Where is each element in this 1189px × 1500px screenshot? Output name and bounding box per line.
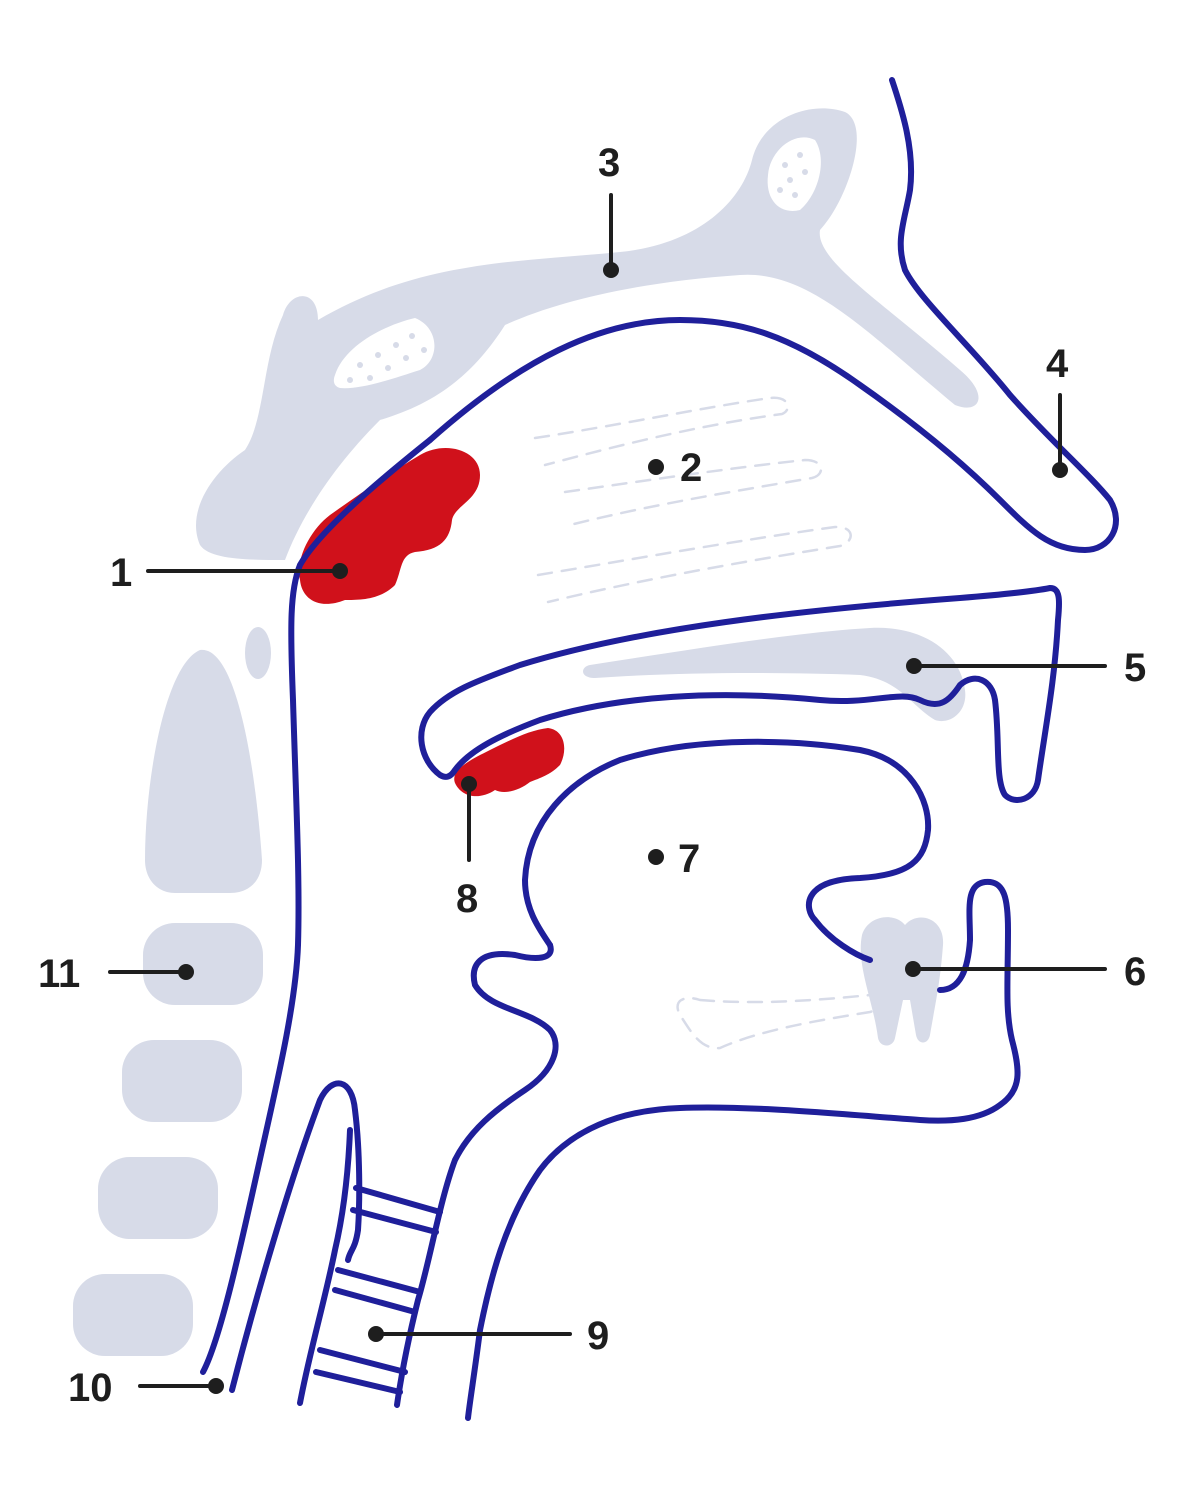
label-1-group: 1 bbox=[110, 551, 348, 595]
tracheal-ring-1 bbox=[353, 1185, 443, 1215]
label-5: 5 bbox=[1124, 646, 1146, 690]
label-6-group: 6 bbox=[905, 950, 1146, 994]
tracheal-ring-2 bbox=[350, 1207, 439, 1235]
label-11: 11 bbox=[38, 952, 80, 996]
label-10: 10 bbox=[68, 1366, 113, 1410]
label-3-group: 3 bbox=[598, 141, 620, 278]
label-8: 8 bbox=[456, 877, 478, 921]
marker-11 bbox=[178, 964, 194, 980]
marker-6 bbox=[905, 961, 921, 977]
tracheal-ring-6 bbox=[313, 1369, 403, 1395]
marker-8 bbox=[461, 776, 477, 792]
label-2-group: 2 bbox=[648, 446, 702, 490]
label-7-group: 7 bbox=[648, 837, 700, 881]
label-8-group: 8 bbox=[456, 776, 478, 921]
dens-of-axis bbox=[145, 649, 262, 893]
tracheal-ring-5 bbox=[317, 1347, 408, 1375]
turbinate-middle bbox=[563, 458, 823, 527]
marker-5 bbox=[906, 658, 922, 674]
label-1: 1 bbox=[110, 551, 132, 595]
label-4-group: 4 bbox=[1046, 342, 1069, 478]
tongue-muscle-dashed bbox=[676, 993, 878, 1050]
label-4: 4 bbox=[1046, 342, 1069, 386]
soft-palate-outline bbox=[418, 585, 1062, 803]
tonsil-highlight bbox=[454, 728, 565, 797]
vertebra-2 bbox=[122, 1040, 242, 1122]
turbinate-lower bbox=[536, 525, 852, 604]
vertebra-3 bbox=[98, 1157, 218, 1239]
label-11-group: 11 bbox=[38, 952, 194, 996]
label-2: 2 bbox=[680, 446, 702, 490]
molar-tooth bbox=[860, 917, 944, 1046]
lower-jaw-outline bbox=[465, 878, 1021, 1421]
marker-7 bbox=[648, 849, 664, 865]
label-7: 7 bbox=[678, 837, 700, 881]
label-5-group: 5 bbox=[906, 646, 1146, 690]
skull-base-bone bbox=[196, 108, 979, 560]
label-3: 3 bbox=[598, 141, 620, 185]
vertebra-1 bbox=[143, 923, 263, 1005]
nasal-turbinates-dashed bbox=[533, 396, 852, 604]
tracheal-ring-3 bbox=[335, 1267, 423, 1295]
tongue-oral-cavity-outline bbox=[522, 738, 932, 963]
marker-1 bbox=[332, 563, 348, 579]
marker-3 bbox=[603, 262, 619, 278]
label-9-group: 9 bbox=[368, 1314, 609, 1358]
pharynx-inner-wall bbox=[229, 1080, 363, 1393]
turbinate-upper bbox=[533, 396, 790, 467]
sinus-dots bbox=[347, 152, 808, 383]
atlas-arch bbox=[245, 627, 271, 679]
pharynx-back-wall bbox=[200, 437, 433, 1375]
marker-2 bbox=[648, 459, 664, 475]
larynx-front-outline bbox=[394, 942, 559, 1408]
trachea-back-outline bbox=[297, 1127, 353, 1406]
label-9: 9 bbox=[587, 1314, 609, 1358]
nose-outline bbox=[427, 77, 1119, 553]
hard-palate-bone bbox=[583, 627, 966, 722]
tracheal-rings bbox=[313, 1185, 443, 1395]
marker-9 bbox=[368, 1326, 384, 1342]
label-6: 6 bbox=[1124, 950, 1146, 994]
vertebra-4 bbox=[73, 1274, 193, 1356]
cervical-vertebrae bbox=[73, 627, 271, 1356]
label-10-group: 10 bbox=[68, 1366, 224, 1410]
marker-4 bbox=[1052, 462, 1068, 478]
marker-10 bbox=[208, 1378, 224, 1394]
cranial-base-shape bbox=[196, 108, 979, 560]
tracheal-ring-4 bbox=[332, 1287, 418, 1315]
